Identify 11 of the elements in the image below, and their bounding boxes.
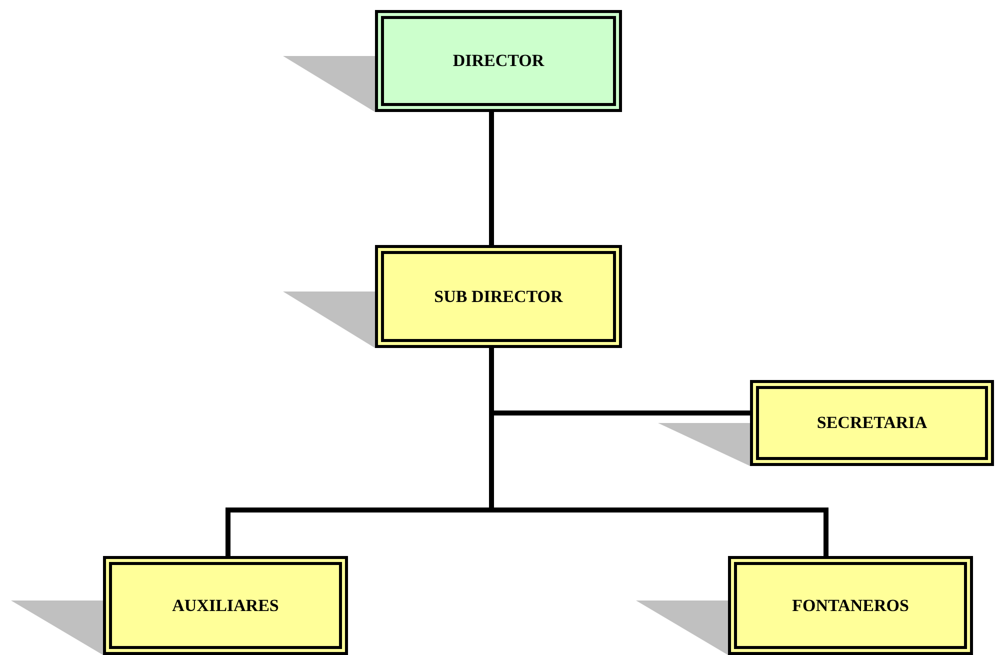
node-label: AUXILIARES (172, 594, 279, 617)
node-label: SUB DIRECTOR (434, 286, 563, 308)
org-box (103, 556, 348, 655)
node-label: SECRETARIA (816, 412, 928, 434)
connector-line (489, 112, 494, 245)
org-box (375, 10, 622, 112)
org-box (750, 380, 994, 466)
org-box (728, 556, 973, 655)
node-label: DIRECTOR (452, 50, 544, 72)
org-box (375, 245, 622, 348)
node-label: FONTANEROS (792, 594, 909, 617)
